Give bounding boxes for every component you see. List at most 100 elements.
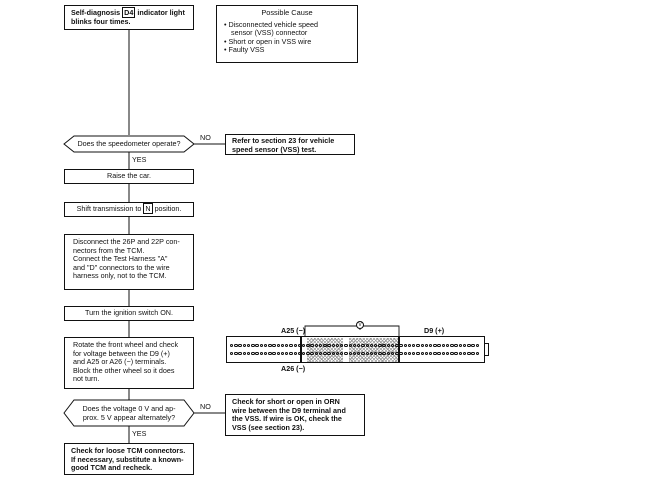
connector-pin (420, 352, 424, 356)
connector-pin (454, 344, 458, 348)
decision1-no-label: NO (200, 133, 211, 142)
connector-pin (458, 344, 463, 348)
connector-latch-right (484, 343, 489, 356)
decision2-no-label: NO (200, 402, 211, 411)
connector-pin (458, 352, 463, 356)
connector-pin (373, 352, 378, 356)
connector-pin (429, 352, 433, 356)
no-action1-line: Refer to section 23 for vehicle (232, 136, 335, 145)
step-shift-box: Shift transmission to N position. (64, 202, 194, 217)
connector-pin (424, 352, 429, 356)
connector-pin (361, 344, 365, 348)
step-rotate-line: not turn. (73, 374, 100, 384)
connector-hatch-left (307, 338, 343, 362)
connector-divider-right (398, 336, 400, 363)
connector-pin (280, 344, 285, 348)
connector-pin (327, 352, 331, 356)
connector-pin (471, 344, 475, 348)
connector-pin (429, 344, 433, 348)
connector-pin (369, 344, 374, 348)
decision2-shape (63, 399, 195, 427)
connector-pin (352, 352, 357, 356)
connector-pin (251, 352, 255, 356)
connector-pin (255, 352, 259, 356)
decision1-yes-label: YES (132, 155, 147, 164)
connector-pin (382, 344, 386, 348)
step-shift-text-after: position. (154, 204, 182, 213)
connector-pin (234, 352, 238, 356)
connector-pin (437, 344, 441, 348)
connector-pin (318, 352, 323, 356)
connector-pin (386, 344, 391, 348)
connector-pin (234, 344, 238, 348)
final-box: Check for loose TCM connectors. If neces… (64, 443, 194, 475)
connector-pin (403, 352, 407, 356)
connector-pin (314, 352, 319, 356)
decision1-shape (63, 135, 195, 153)
connector-pin (306, 344, 310, 348)
cause-item: Faulty VSS (224, 46, 350, 55)
step-shift-text-before: Shift transmission to (76, 204, 142, 213)
connector-pin (378, 352, 382, 356)
step-ignition-text: Turn the ignition switch ON. (84, 308, 173, 317)
connector-pin (272, 344, 276, 348)
connector-pin (293, 352, 297, 356)
cause-item: Short or open in VSS wire (224, 37, 350, 47)
connector-pin (441, 352, 446, 356)
pin-row-top (230, 344, 480, 350)
connector-pin (310, 352, 314, 356)
step-ignition-box: Turn the ignition switch ON. (64, 306, 194, 321)
connector-pin (462, 344, 467, 348)
connector-pin (344, 344, 348, 348)
connector-pin (361, 352, 365, 356)
label-a26: A26 (−) (281, 364, 306, 373)
decision2-line: Does the voltage 0 V and ap- (82, 404, 176, 413)
connector-pin (390, 352, 395, 356)
connector-pin (246, 344, 251, 348)
connector-pin (475, 352, 479, 356)
connector-pin (323, 344, 327, 348)
connector-pin (251, 344, 255, 348)
connector-pin (331, 352, 336, 356)
voltmeter-probe-icon: V (356, 321, 364, 329)
cause-item: Disconnected vehicle speed (224, 20, 350, 30)
connector-pin (272, 352, 276, 356)
connector-pin (306, 352, 310, 356)
connector-pin (450, 344, 454, 348)
connector-pin (340, 344, 344, 348)
no-action2-line: wire between the D9 terminal and (232, 405, 346, 415)
connector-pin (382, 352, 386, 356)
connector-pin (386, 352, 391, 356)
connector-pin (318, 344, 323, 348)
connector-terminal-diagram (226, 336, 485, 363)
connector-pin (314, 344, 319, 348)
connector-pin (433, 344, 437, 348)
connector-pin (416, 344, 420, 348)
connector-pin (412, 352, 416, 356)
connector-pin (242, 344, 247, 348)
connector-pin (242, 352, 247, 356)
connector-pin (365, 352, 369, 356)
connector-pin (255, 344, 259, 348)
connector-pin (462, 352, 467, 356)
connector-pin (263, 344, 268, 348)
no-action2-line: VSS (see section 23). (232, 422, 305, 432)
connector-pin (285, 352, 289, 356)
step-rotate-box: Rotate the front wheel and check for vol… (64, 337, 194, 389)
final-line: good TCM and recheck. (71, 463, 153, 473)
connector-pin (467, 344, 471, 348)
connector-pin (335, 352, 340, 356)
connector-pin (344, 352, 348, 356)
no-action2-line: Check for short or open in ORN (232, 397, 340, 406)
step-disconnect-line: Disconnect the 26P and 22P con- (73, 237, 180, 246)
connector-pin (280, 352, 285, 356)
connector-pin (365, 344, 369, 348)
connector-pin (230, 344, 234, 348)
start-box: Self-diagnosis D4 indicator light blinks… (64, 5, 194, 30)
connector-pin (450, 352, 454, 356)
connector-pin (416, 352, 420, 356)
connector-pin (437, 352, 441, 356)
start-text-after: indicator light (137, 8, 185, 17)
connector-pin (246, 352, 251, 356)
step-rotate-line: Rotate the front wheel and check (73, 340, 179, 349)
